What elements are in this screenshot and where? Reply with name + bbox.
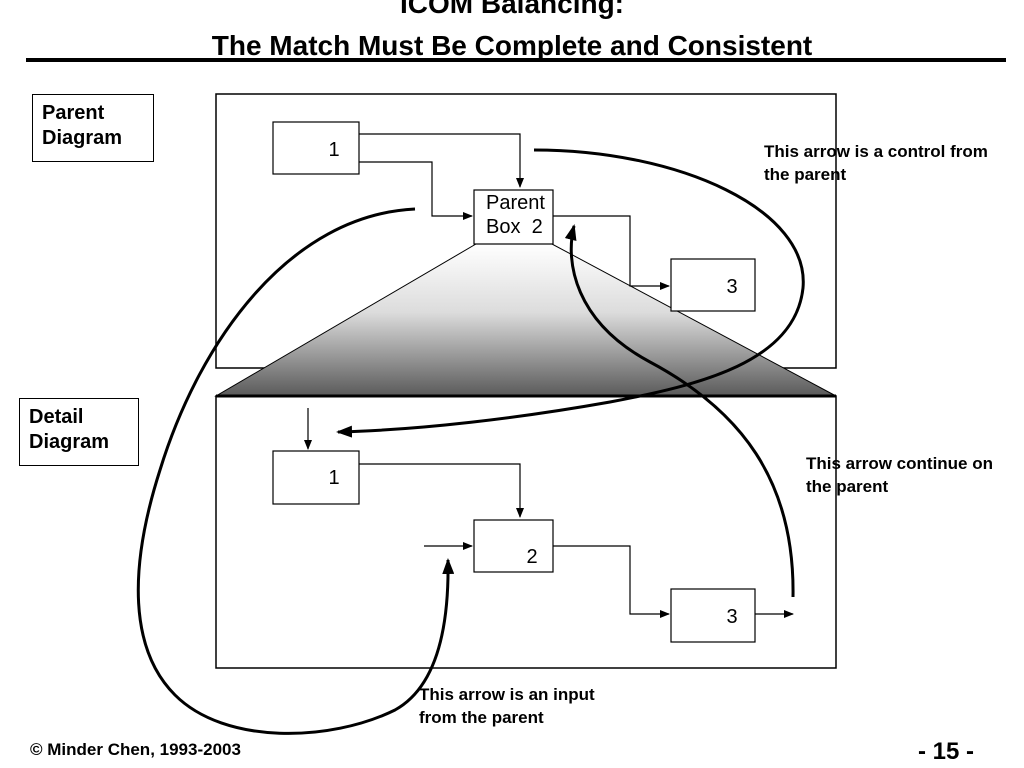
parent-box-3-label: 3 (726, 276, 737, 298)
note-continue-on-parent: This arrow continue on the parent (806, 454, 994, 496)
curved-arrow-input-from-parent (136, 207, 455, 735)
detail-box-2 (473, 519, 554, 573)
note-input-from-parent: This arrow is an input from the parent (419, 685, 595, 727)
detail-arrow-1-to-2 (359, 463, 524, 518)
detail-box-1 (272, 450, 360, 505)
parent-box-2-label-line2: Box 2 (486, 216, 543, 238)
title-line-1: ICOM Balancing: (399, 0, 624, 19)
page-number: - 15 - (918, 738, 975, 765)
title-underline (26, 58, 1006, 62)
curved-arrow-continue-on-parent (564, 224, 795, 598)
parent-box-1 (272, 121, 360, 175)
detail-diagram-label: Detail Diagram (19, 398, 139, 466)
detail-box-1-label: 1 (328, 467, 339, 489)
parent-arrow-1-to-2-input (359, 161, 473, 220)
title-line-2: The Match Must Be Complete and Consisten… (211, 30, 813, 61)
parent-box-1-label: 1 (328, 139, 339, 161)
detail-arrow-2-to-3 (553, 545, 670, 618)
parent-arrow-2-to-3 (553, 215, 670, 290)
parent-box-2 (473, 189, 554, 245)
detail-box-3-label: 3 (726, 606, 737, 628)
copyright-footer: © Minder Chen, 1993-2003 (30, 740, 241, 759)
parent-diagram-label: Parent Diagram (32, 94, 154, 162)
parent-box-3 (670, 258, 756, 312)
detail-box-2-label: 2 (526, 546, 537, 568)
detail-box-3 (670, 588, 756, 643)
curved-arrow-control-from-parent (336, 148, 805, 438)
note-control-from-parent: This arrow is a control from the parent (764, 142, 988, 184)
parent-box-2-label-line1: Parent (486, 192, 545, 214)
parent-arrow-1-to-2-control (359, 133, 524, 188)
